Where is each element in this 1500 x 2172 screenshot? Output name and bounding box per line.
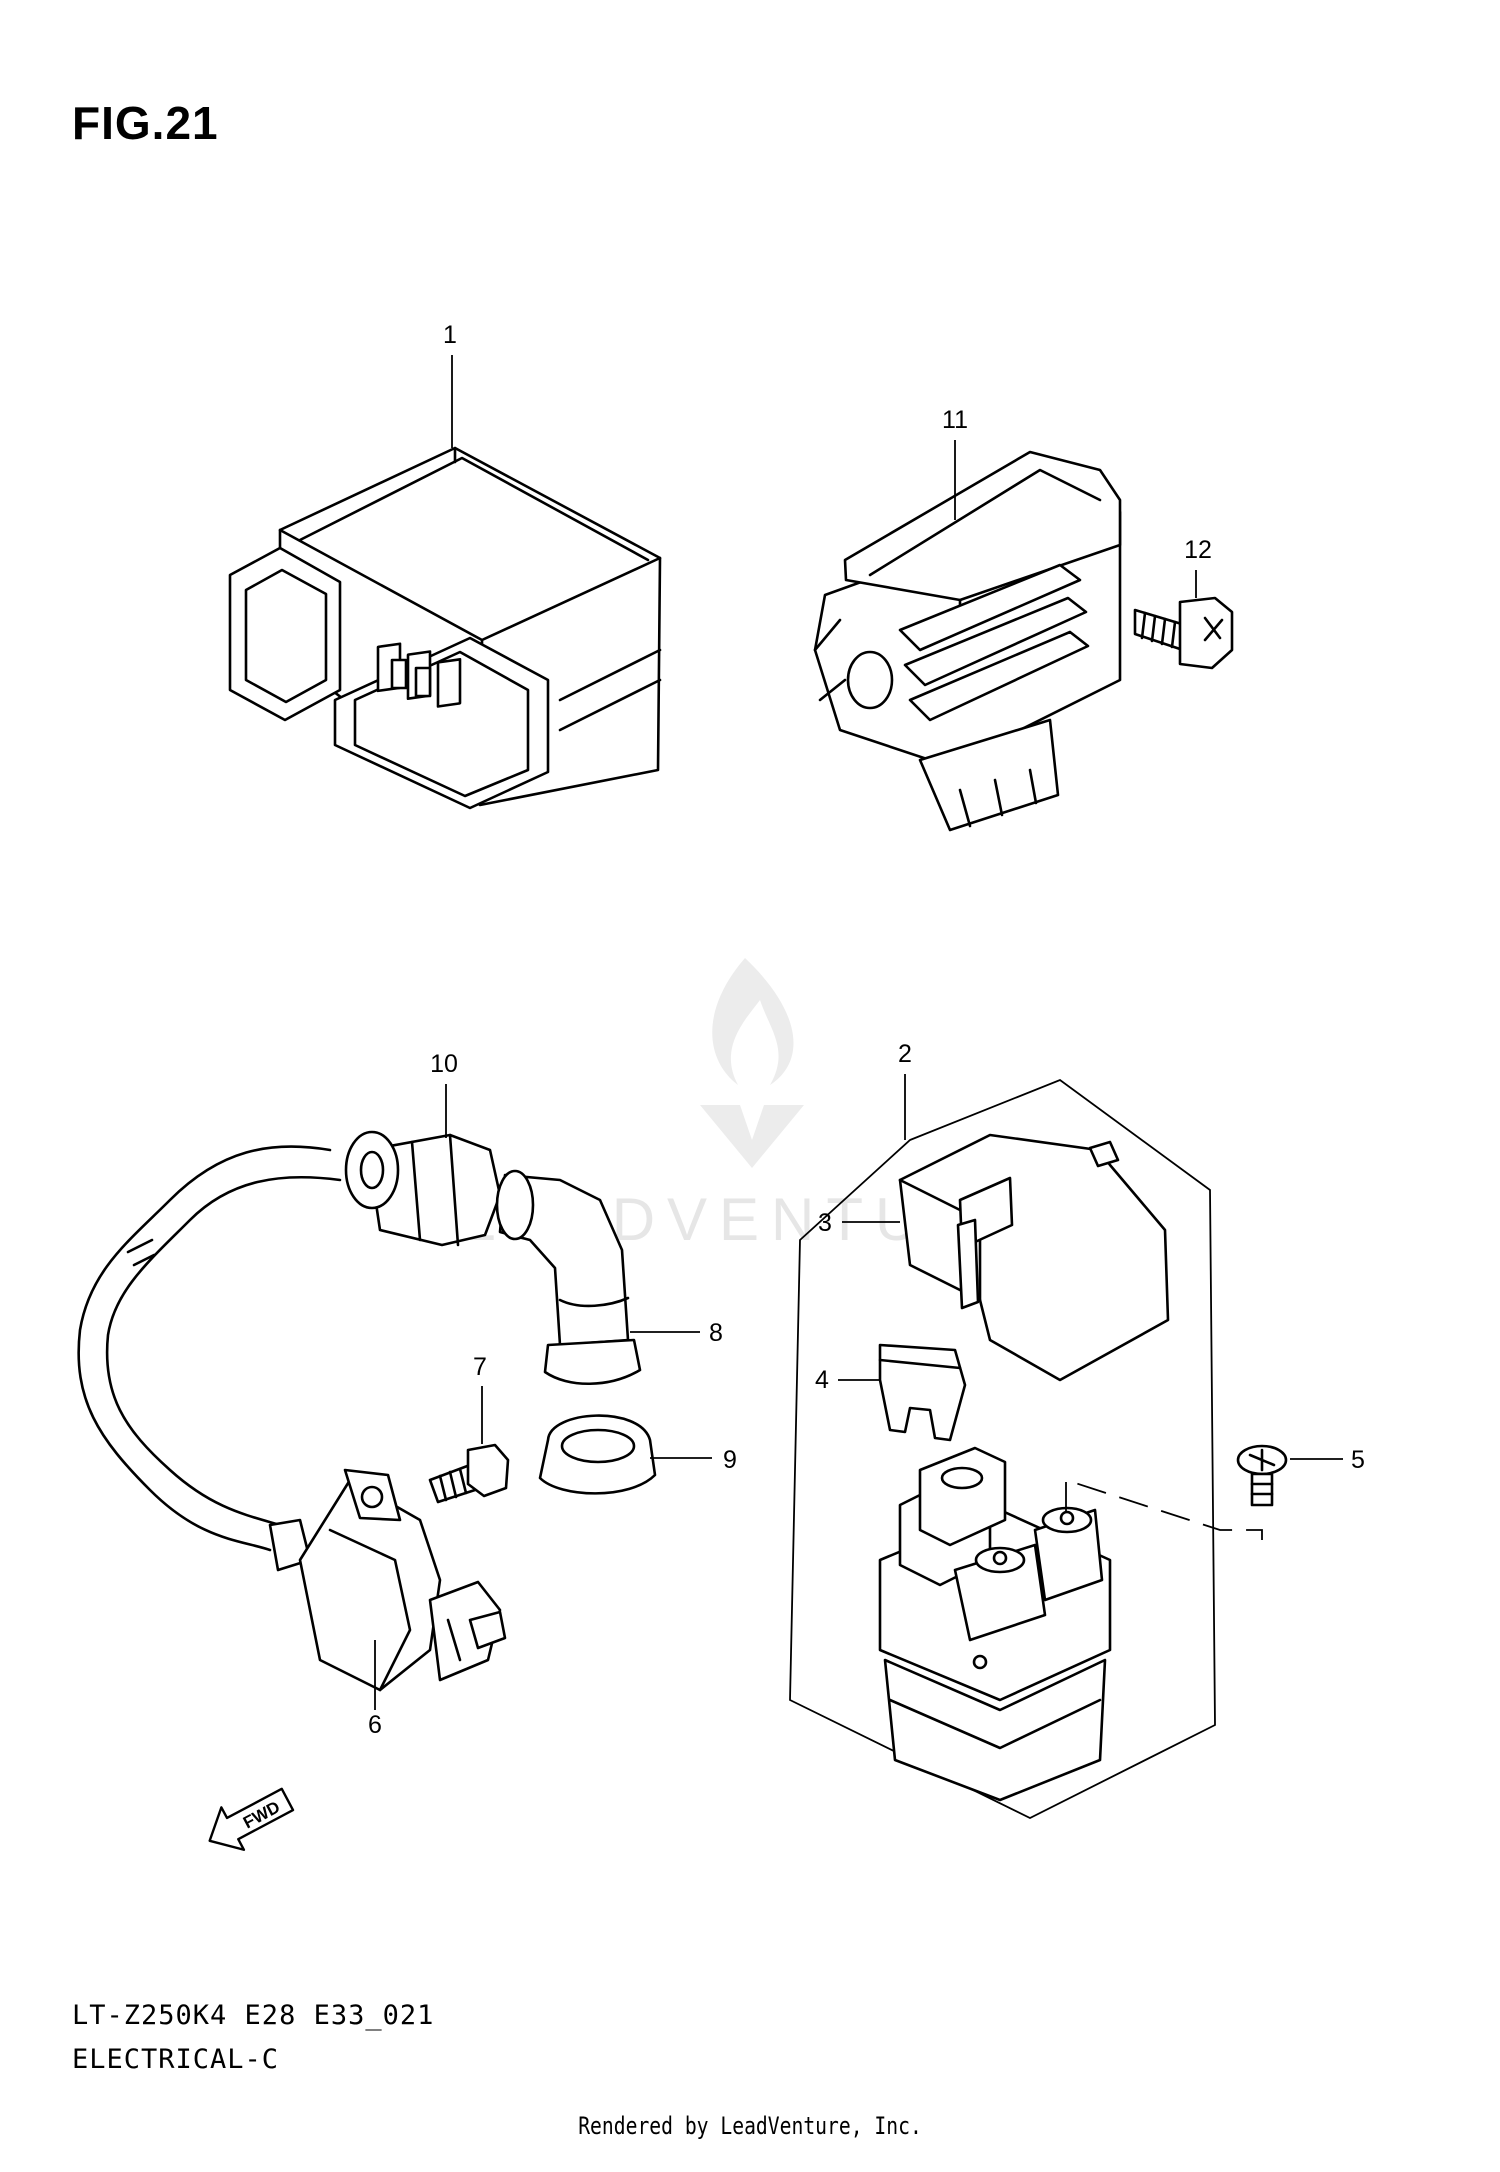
- callout-10: 10: [430, 1050, 458, 1138]
- callout-1: 1: [443, 321, 457, 448]
- callout-11: 11: [942, 406, 968, 520]
- figure-title: FIG.21: [72, 97, 219, 149]
- coil-bolt: [428, 1443, 510, 1504]
- callout-3-label: 3: [818, 1209, 832, 1237]
- watermark-logo-icon: [700, 958, 804, 1168]
- callout-5: 5: [1290, 1446, 1365, 1474]
- callout-7-label: 7: [473, 1353, 487, 1381]
- callout-11-label: 11: [942, 406, 968, 434]
- fwd-arrow-icon: FWD: [208, 1787, 295, 1851]
- callout-12-label: 12: [1184, 536, 1212, 564]
- cdi-unit: [228, 446, 662, 810]
- cap-seal-ring: [538, 1414, 657, 1495]
- fuse: [878, 1343, 967, 1442]
- callout-2-label: 2: [898, 1040, 912, 1068]
- ignition-coil: [77, 1145, 507, 1692]
- relay-screw: [1065, 1444, 1288, 1540]
- callout-12: 12: [1184, 536, 1212, 598]
- callout-6-label: 6: [368, 1711, 382, 1739]
- callout-2: 2: [898, 1040, 912, 1140]
- starter-relay-assembly: [789, 1078, 1216, 1820]
- regulator-rectifier: [813, 450, 1122, 832]
- callout-7: 7: [473, 1353, 487, 1444]
- callout-9: 9: [650, 1446, 737, 1474]
- callout-10-label: 10: [430, 1050, 458, 1078]
- callout-3: 3: [818, 1209, 900, 1237]
- render-credit: Rendered by LeadVenture, Inc.: [578, 2112, 922, 2140]
- regulator-bolt: [1133, 596, 1234, 670]
- model-code: LT-Z250K4 E28 E33_021: [72, 2000, 435, 2031]
- callout-4-label: 4: [815, 1366, 829, 1394]
- section-name: ELECTRICAL-C: [72, 2044, 280, 2075]
- callout-1-label: 1: [443, 321, 457, 349]
- callout-8-label: 8: [709, 1319, 723, 1347]
- cable-grommet: [344, 1130, 502, 1247]
- callout-9-label: 9: [723, 1446, 737, 1474]
- spark-plug-cap: [495, 1169, 642, 1386]
- callout-6: 6: [368, 1640, 382, 1739]
- callout-4: 4: [815, 1366, 880, 1394]
- relay-cover: [898, 1133, 1170, 1382]
- callout-8: 8: [630, 1319, 723, 1347]
- callout-5-label: 5: [1351, 1446, 1365, 1474]
